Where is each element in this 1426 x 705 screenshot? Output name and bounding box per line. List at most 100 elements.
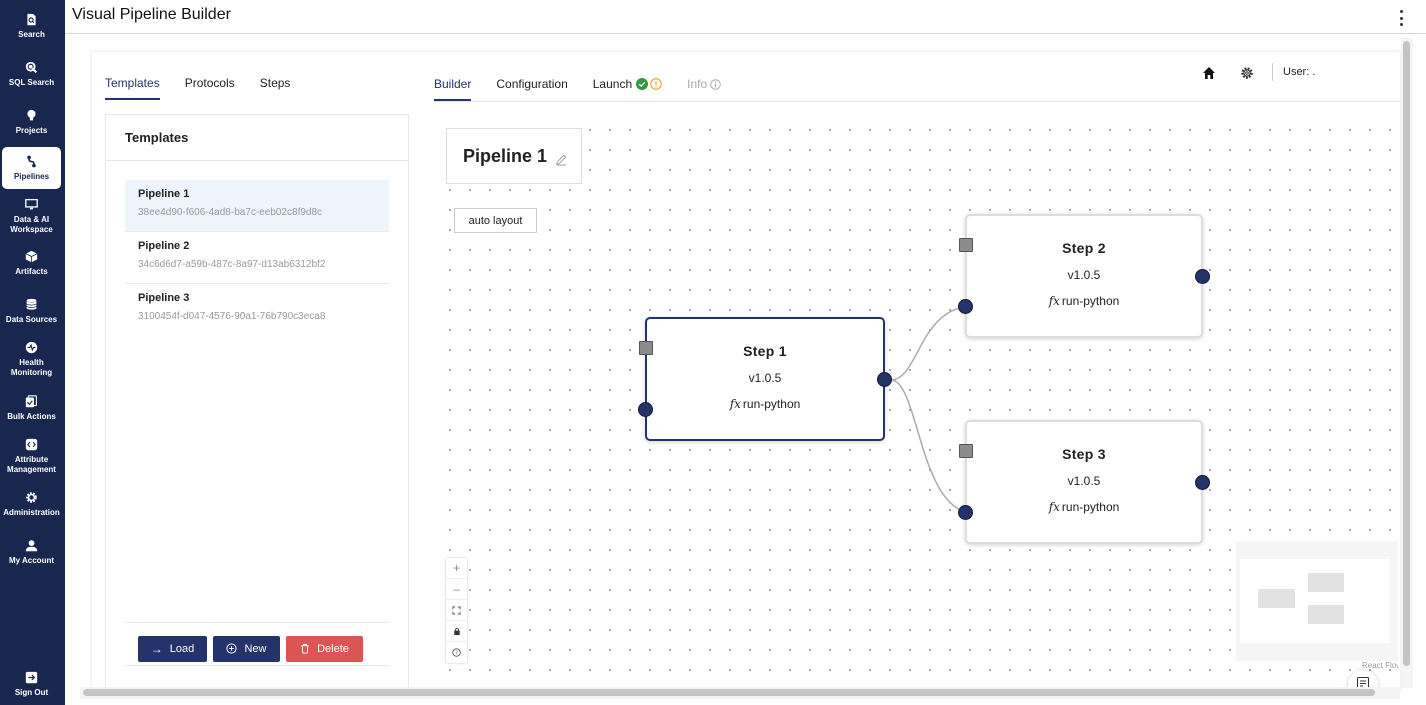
delete-button[interactable]: Delete [286, 636, 363, 662]
node-output-handle[interactable] [1195, 269, 1210, 284]
sidebar-item-administration[interactable]: Administration [2, 487, 61, 521]
auto-layout-button[interactable]: auto layout [454, 208, 537, 233]
tab-protocols[interactable]: Protocols [184, 76, 235, 90]
vertical-scrollbar[interactable] [1401, 38, 1413, 688]
gear-icon [25, 491, 39, 505]
app-header: Visual Pipeline Builder [65, 0, 1426, 34]
edit-pencil-icon[interactable] [555, 150, 568, 166]
sidebar-item-label: Attribute Management [7, 454, 56, 474]
sidebar-item-label: Sign Out [14, 687, 49, 697]
horizontal-scrollbar[interactable] [80, 687, 1400, 699]
sign-out-button[interactable]: Sign Out [2, 667, 61, 701]
page-title: Visual Pipeline Builder [72, 6, 231, 23]
minimap[interactable] [1236, 541, 1398, 661]
list-item[interactable]: Pipeline 2 34c6d6d7-a59b-487c-8a97-d13ab… [125, 232, 389, 284]
sql-search-icon [25, 61, 39, 75]
help-icon[interactable]: ? [446, 642, 467, 663]
load-button[interactable]: → Load [138, 636, 207, 662]
node-title: Step 1 [743, 343, 787, 359]
divider [106, 160, 408, 161]
template-name: Pipeline 2 [138, 240, 190, 252]
node-output-handle[interactable] [1195, 475, 1210, 490]
load-button-label: Load [169, 643, 195, 655]
sidebar-item-sql-search[interactable]: SQL Search [2, 54, 61, 94]
list-item[interactable]: Pipeline 3 3100454f-d047-4576-90a1-76b79… [125, 284, 389, 336]
pipeline-name: Pipeline 1 [463, 145, 548, 166]
sidebar-item-label: My Account [8, 555, 55, 565]
plus-circle-icon [226, 642, 238, 656]
template-name: Pipeline 1 [138, 188, 190, 200]
tab-info[interactable]: Info [687, 77, 721, 101]
sidebar-item-label: Data & AI Workspace [10, 214, 53, 234]
settings-gear-icon[interactable] [1240, 66, 1254, 80]
sidebar-item-label: Administration [3, 507, 60, 517]
tab-templates[interactable]: Templates [105, 76, 160, 100]
fit-view-icon[interactable] [446, 600, 467, 621]
more-menu-icon[interactable] [1400, 10, 1404, 26]
sidebar-item-projects[interactable]: Projects [2, 102, 61, 142]
trash-icon [300, 643, 310, 656]
new-button[interactable]: New [213, 636, 280, 662]
templates-panel: Templates Pipeline 1 38ee4d90-f606-4ad8-… [105, 114, 409, 689]
function-fx-icon: fx [1048, 500, 1060, 514]
svg-text:?: ? [455, 650, 458, 656]
sidebar-item-bulk-actions[interactable]: Bulk Actions [2, 391, 61, 425]
template-id: 3100454f-d047-4576-90a1-76b790c3eca8 [138, 311, 326, 322]
node-config-handle[interactable] [959, 444, 973, 458]
tab-builder[interactable]: Builder [434, 77, 472, 101]
sidebar-item-attribute-management[interactable]: Attribute Management [2, 434, 61, 478]
tab-configuration[interactable]: Configuration [496, 77, 567, 101]
sidebar-item-health-monitoring[interactable]: Health Monitoring [2, 339, 61, 379]
database-icon [25, 298, 39, 312]
lock-icon[interactable] [446, 621, 467, 642]
tab-steps[interactable]: Steps [259, 76, 291, 90]
sidebar-item-label: Data Sources [5, 314, 58, 324]
zoom-in-icon[interactable]: + [446, 558, 467, 579]
template-id: 34c6d6d7-a59b-487c-8a97-d13ab6312bf2 [138, 259, 326, 270]
sidebar-item-pipelines[interactable]: Pipelines [2, 147, 61, 189]
minimap-node [1308, 573, 1344, 592]
sidebar-item-my-account[interactable]: My Account [2, 535, 61, 569]
node-config-handle[interactable] [639, 341, 653, 355]
template-name: Pipeline 3 [138, 292, 190, 304]
node-config-handle[interactable] [959, 238, 973, 252]
minimap-node [1258, 589, 1295, 608]
node-function-name: run-python [1061, 294, 1120, 308]
sidebar-item-label: Artifacts [15, 266, 48, 276]
minimap-viewport [1240, 559, 1390, 643]
tab-launch[interactable]: Launch [593, 77, 662, 101]
node-output-handle[interactable] [877, 372, 892, 387]
scrollbar-thumb[interactable] [1403, 41, 1410, 666]
cube-icon [25, 250, 39, 264]
pipeline-name-box: Pipeline 1 [446, 128, 582, 184]
info-icon [710, 78, 721, 90]
new-button-label: New [244, 643, 267, 655]
builder-tabs: Builder Configuration Launch Info [434, 77, 746, 101]
node-input-handle[interactable] [958, 299, 973, 314]
sidebar-item-data-sources[interactable]: Data Sources [2, 294, 61, 328]
bulk-actions-icon [25, 395, 39, 409]
zoom-controls: + – ? [446, 558, 467, 663]
lightbulb-icon [25, 109, 39, 123]
node-input-handle[interactable] [638, 402, 653, 417]
node-function-name: run-python [1061, 500, 1120, 514]
sidebar-item-artifacts[interactable]: Artifacts [2, 246, 61, 280]
sidebar-item-data-ai-workspace[interactable]: Data & AI Workspace [2, 196, 61, 236]
left-tabs: Templates Protocols Steps [105, 76, 315, 100]
scrollbar-thumb[interactable] [83, 689, 1375, 696]
function-fx-icon: fx [729, 397, 741, 411]
tab-label: Configuration [496, 77, 568, 91]
home-icon[interactable] [1202, 66, 1216, 80]
sidebar-item-search[interactable]: Search [2, 6, 61, 46]
react-flow-attribution[interactable]: React Flow [1362, 661, 1398, 670]
list-item[interactable]: Pipeline 1 38ee4d90-f606-4ad8-ba7c-eeb02… [125, 180, 389, 232]
node-version: v1.0.5 [748, 371, 782, 385]
zoom-out-icon[interactable]: – [446, 579, 467, 600]
node-input-handle[interactable] [958, 505, 973, 520]
